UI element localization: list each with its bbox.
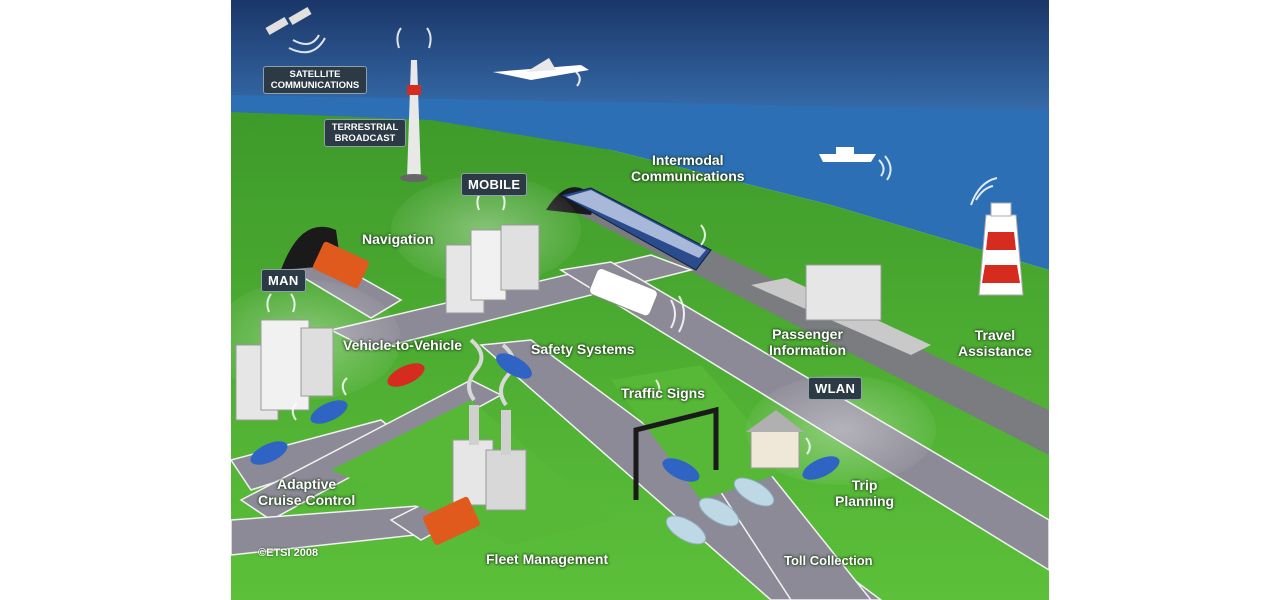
trip-planning-label: Trip Planning [835, 477, 895, 509]
mobile-tag: MOBILE [461, 173, 528, 196]
toll-gantry [633, 406, 719, 500]
vehicle-to-vehicle-label: Vehicle-to-Vehicle [343, 337, 463, 353]
passenger-information-label: Passenger Information [769, 326, 846, 358]
terrestrial-broadcast-tag: TERRESTRIAL BROADCAST [324, 119, 406, 147]
station-building [805, 264, 882, 321]
car [310, 400, 348, 424]
lighthouse [978, 202, 1024, 296]
wlan-tag: WLAN [808, 377, 863, 400]
car [387, 363, 425, 387]
intermodal-communications-label: Intermodal Communications [631, 152, 745, 184]
bus [589, 268, 658, 317]
copyright-text: ©ETSI 2008 [258, 547, 319, 559]
travel-assistance-label: Travel Assistance [958, 327, 1032, 359]
fleet-management-label: Fleet Management [486, 551, 609, 567]
toll-booths [665, 477, 775, 545]
car [662, 458, 700, 482]
satellite [265, 7, 312, 35]
safety-systems-label: Safety Systems [531, 341, 635, 357]
car [802, 456, 840, 480]
ship [819, 147, 876, 162]
vehicles [250, 241, 840, 545]
airplane [493, 58, 589, 80]
toll-collection-label: Toll Collection [784, 553, 873, 568]
mobile-buildings [445, 224, 540, 314]
car [250, 441, 288, 465]
navigation-label: Navigation [362, 231, 434, 247]
satellite-communications-tag: SATELLITE COMMUNICATIONS [263, 66, 367, 94]
man-tag: MAN [261, 269, 306, 292]
signal-waves [266, 27, 998, 455]
its-diagram: SATELLITE COMMUNICATIONS TERRESTRIAL BRO… [231, 0, 1049, 600]
truck [312, 241, 370, 289]
traffic-signs-label: Traffic Signs [621, 385, 706, 401]
scene-illustration [231, 0, 1049, 600]
broadcast-tower [400, 60, 428, 182]
car [496, 353, 532, 379]
man-buildings [235, 319, 334, 421]
adaptive-cruise-control-label: Adaptive Cruise Control [258, 476, 356, 508]
truck [422, 496, 480, 545]
sea [231, 95, 1049, 270]
house [746, 410, 804, 469]
factory [452, 338, 527, 511]
grass-patch [611, 365, 791, 500]
